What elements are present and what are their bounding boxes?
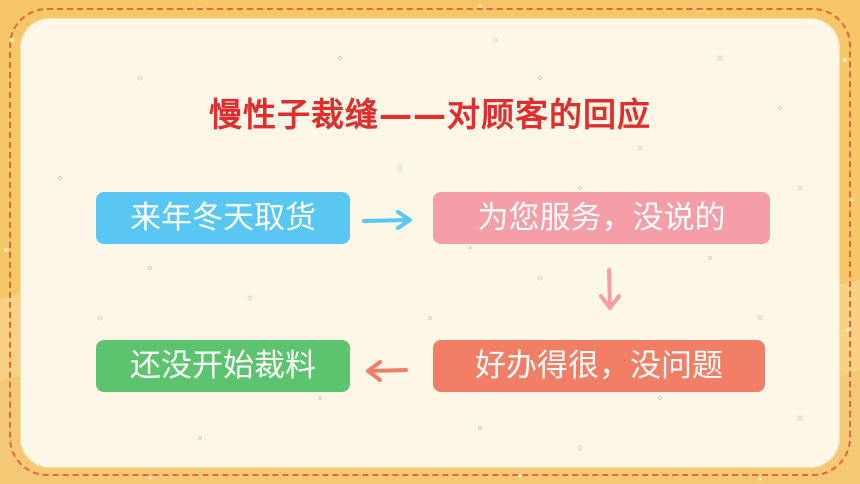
arrow-right-icon bbox=[362, 210, 412, 230]
arrow-left-icon bbox=[366, 360, 408, 382]
diagram-title: 慢性子裁缝——对顾客的回应 bbox=[209, 95, 651, 134]
step-box-3: 好办得很，没问题 bbox=[433, 340, 765, 392]
arrow-down-icon bbox=[599, 268, 621, 310]
step-box-2: 为您服务，没说的 bbox=[433, 192, 770, 244]
step-box-4: 还没开始裁料 bbox=[96, 340, 350, 392]
dashed-border bbox=[9, 8, 851, 476]
step-box-1: 来年冬天取货 bbox=[96, 192, 350, 244]
